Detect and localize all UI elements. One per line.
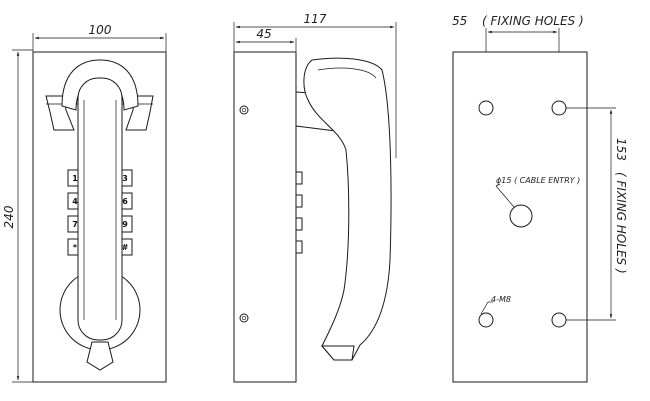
back-view: 55 ( FIXING HOLES ) 153 ( FIXING HOLES )…: [452, 14, 628, 383]
side-handset-boot: [320, 345, 355, 361]
back-vertical-spacing-label: 153: [614, 138, 628, 161]
fixing-hole-top-left: [478, 100, 494, 116]
handset-handle: [77, 77, 123, 341]
key-1-label: 1: [72, 174, 78, 183]
screw-label: 4-M8: [491, 295, 511, 304]
side-key-3: [295, 217, 303, 231]
key-6-label: 6: [122, 197, 128, 206]
side-handset: [303, 57, 392, 361]
back-vertical-spacing-note: ( FIXING HOLES ): [614, 172, 628, 274]
key-9-label: 9: [122, 220, 128, 229]
side-key-2: [295, 194, 303, 208]
front-height-label: 240: [2, 205, 16, 228]
key-hash-label: #: [122, 243, 129, 252]
side-key-1: [295, 171, 303, 185]
front-view: 100 240 1 3 4 6 7 9 * #: [2, 23, 167, 383]
side-screw-bottom: [239, 313, 249, 323]
cable-entry-label: ϕ15 ( CABLE ENTRY ): [496, 176, 580, 185]
cable-entry-leader-tick: [495, 183, 501, 187]
side-handset-earpiece-line: [317, 67, 377, 79]
side-screw-top: [239, 105, 249, 115]
key-7-label: 7: [72, 220, 78, 229]
side-screw-top-inner: [241, 107, 247, 113]
handset-cord-boot: [86, 341, 114, 371]
key-3-label: 3: [122, 174, 128, 183]
key-4-label: 4: [72, 197, 78, 206]
side-view: 117 45: [233, 12, 397, 383]
key-star-label: *: [73, 243, 78, 252]
side-screw-bottom-inner: [241, 315, 247, 321]
screw-leader: [480, 301, 489, 315]
back-hole-spacing-label: 55: [452, 14, 467, 28]
fixing-hole-bottom-left: [478, 312, 494, 328]
side-body: [233, 51, 297, 383]
back-panel: [452, 51, 588, 383]
side-depth-label: 117: [304, 12, 327, 26]
side-key-4: [295, 240, 303, 254]
cable-entry-hole: [509, 204, 533, 228]
side-body-label: 45: [256, 27, 271, 41]
cable-entry-leader: [495, 185, 515, 208]
back-hole-spacing-note: ( FIXING HOLES ): [482, 14, 584, 28]
front-width-label: 100: [89, 23, 112, 37]
